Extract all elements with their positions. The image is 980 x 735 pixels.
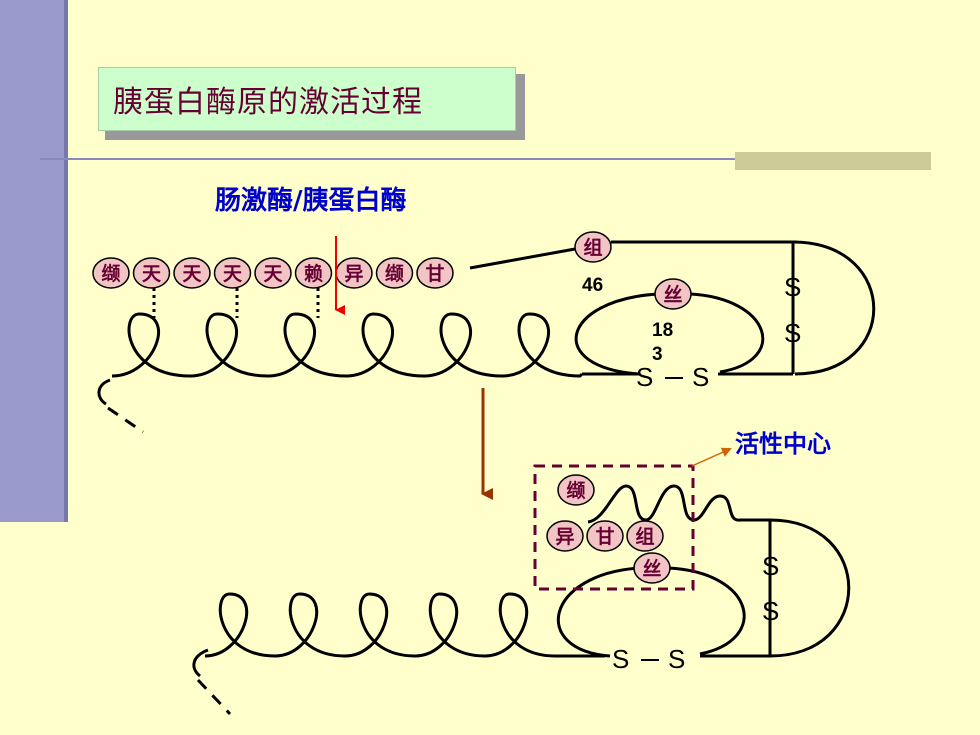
top-residue-5: 天 (254, 257, 292, 289)
bottom-val-residue: 缬 (557, 474, 595, 506)
top-dashed-tail (107, 406, 144, 434)
top-ser-circle (654, 278, 692, 310)
bottom-row-residue-2-label: 甘 (595, 526, 614, 548)
top-residue-6-label: 赖 (304, 262, 323, 285)
top-his-label: 组 (583, 236, 602, 259)
top-residue-9-circle (416, 257, 454, 289)
top-residue-row: 缬天天天天赖异缬甘 (92, 257, 454, 289)
bottom-inner-loop-left (556, 566, 641, 658)
top-residue-2-label: 天 (142, 263, 162, 285)
active-center-pointer (691, 447, 732, 467)
bottom-row-residue-1: 异 (546, 520, 584, 552)
bottom-row-residue-2-circle (586, 520, 624, 552)
top-residue-6-circle (294, 257, 333, 289)
bottom-s-bottom-1: S (612, 644, 629, 674)
top-s-right-1: S (784, 272, 801, 302)
top-residue-5-circle (254, 257, 292, 289)
top-ser-label: 丝 (663, 283, 682, 306)
bottom-dashed-tail (196, 678, 232, 716)
top-chain: S S S S 46 18 3 缬天天天天赖异缬甘 组 丝 (92, 231, 876, 434)
bottom-row-residue-1-circle (546, 520, 584, 552)
top-residue-3-label: 天 (182, 263, 202, 285)
top-inner-loop-left (574, 292, 659, 376)
top-residue-2: 天 (132, 257, 171, 289)
active-site-helix (587, 484, 750, 524)
bottom-row-residue-3: 组 (626, 520, 664, 552)
bottom-outer-loop (750, 518, 851, 658)
bottom-s-right-1: S (762, 551, 779, 581)
enzyme-label: 肠激酶/胰蛋白酶 (215, 186, 407, 216)
bottom-tail-curve (192, 648, 209, 678)
top-residue-7: 异 (335, 257, 373, 289)
bottom-residue-row: 异甘组 (546, 520, 664, 552)
top-residue-4-label: 天 (223, 263, 243, 285)
title-box: 胰蛋白酶原的激活过程 (98, 67, 516, 131)
top-gly-to-his-link (469, 247, 576, 270)
bottom-helix (204, 592, 560, 658)
bottom-row-residue-2: 甘 (586, 520, 624, 552)
bottom-ser-circle (633, 552, 671, 584)
top-residue-9-label: 甘 (425, 263, 444, 285)
top-residue-8-circle (375, 257, 414, 289)
top-residue-7-label: 异 (344, 263, 363, 285)
top-residue-4: 天 (213, 257, 252, 289)
top-residue-6: 赖 (294, 257, 333, 289)
bottom-s-right-2: S (762, 596, 779, 626)
top-s-bottom-2: S (692, 362, 709, 392)
top-his-circle (574, 231, 612, 263)
bottom-row-residue-3-label: 组 (635, 525, 654, 548)
top-residue-4-circle (213, 257, 252, 289)
top-s-bottom-1: S (636, 362, 653, 392)
active-center-box (533, 464, 695, 591)
bottom-chain: S S S S 活性中心 缬 异甘组 丝 (192, 430, 851, 716)
bottom-val-label: 缬 (566, 479, 585, 502)
active-center-label: 活性中心 (735, 430, 831, 458)
header-rule-line (40, 158, 930, 160)
top-residue-8-label: 缬 (385, 262, 404, 285)
top-his-residue: 组 (574, 231, 612, 263)
bottom-ser-residue: 丝 (633, 552, 671, 584)
top-tail-curve (97, 378, 111, 406)
top-residue-5-label: 天 (263, 263, 283, 285)
his-residue-number: 46 (582, 275, 603, 296)
top-residue-1-label: 缬 (101, 262, 120, 285)
top-residue-3: 天 (173, 257, 211, 289)
header-rule-bar (735, 152, 931, 170)
top-s-right-2: S (784, 318, 801, 348)
bottom-row-residue-1-label: 异 (555, 526, 574, 548)
top-ser-residue: 丝 (654, 278, 692, 310)
bottom-ser-label: 丝 (642, 557, 661, 580)
top-residue-1-circle (92, 257, 130, 289)
bottom-row-residue-3-circle (626, 520, 664, 552)
bottom-val-circle (557, 474, 595, 506)
ser-residue-number-line1: 18 (652, 320, 673, 341)
ser-residue-number-line2: 3 (652, 344, 663, 365)
top-residue-3-circle (173, 257, 211, 289)
top-helix (111, 312, 584, 378)
top-residue-9: 甘 (416, 257, 454, 289)
top-residue-8: 缬 (375, 257, 414, 289)
bottom-inner-loop-right (667, 566, 746, 656)
page-title: 胰蛋白酶原的激活过程 (113, 85, 423, 120)
bottom-s-bottom-2: S (668, 644, 685, 674)
top-outer-loop (611, 240, 876, 376)
left-sidebar-bar (0, 0, 68, 522)
top-inner-loop-right (689, 292, 765, 374)
top-residue-2-circle (132, 257, 171, 289)
top-residue-1: 缬 (92, 257, 130, 289)
